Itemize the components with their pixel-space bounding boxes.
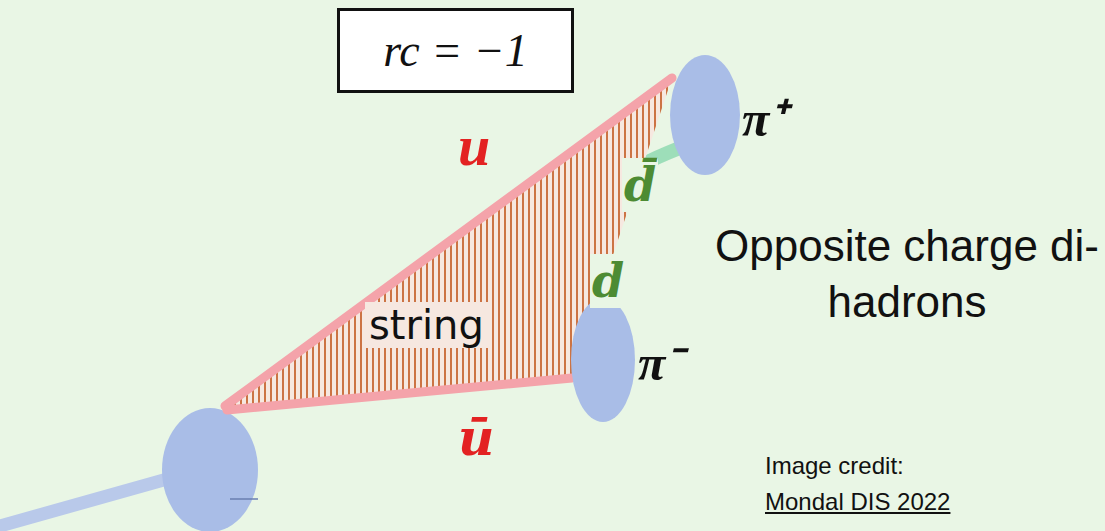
pion-plus-shape (668, 53, 808, 177)
tick (230, 498, 258, 500)
credit-link: Mondal DIS 2022 (765, 488, 950, 516)
beam-line (0, 474, 185, 526)
pion-label: π⁻ (638, 327, 682, 395)
credit-label: Image credit: (765, 452, 904, 480)
ratio-label: rc = −1 (340, 11, 571, 90)
antiquark-label: ū (458, 408, 494, 467)
quark-label: d (590, 254, 626, 308)
pion-label: π⁺ (742, 83, 786, 151)
pion-plus: π⁺ (668, 53, 808, 177)
antiquark-label: d̄ (622, 158, 658, 212)
pion-minus: π⁻ (570, 297, 710, 423)
quark-source (162, 408, 258, 531)
caption-note: Opposite charge di-hadrons (712, 218, 1102, 330)
quark-label: u (458, 112, 490, 179)
title-box: rc = −1 (337, 8, 574, 93)
string-label: string (365, 302, 488, 348)
